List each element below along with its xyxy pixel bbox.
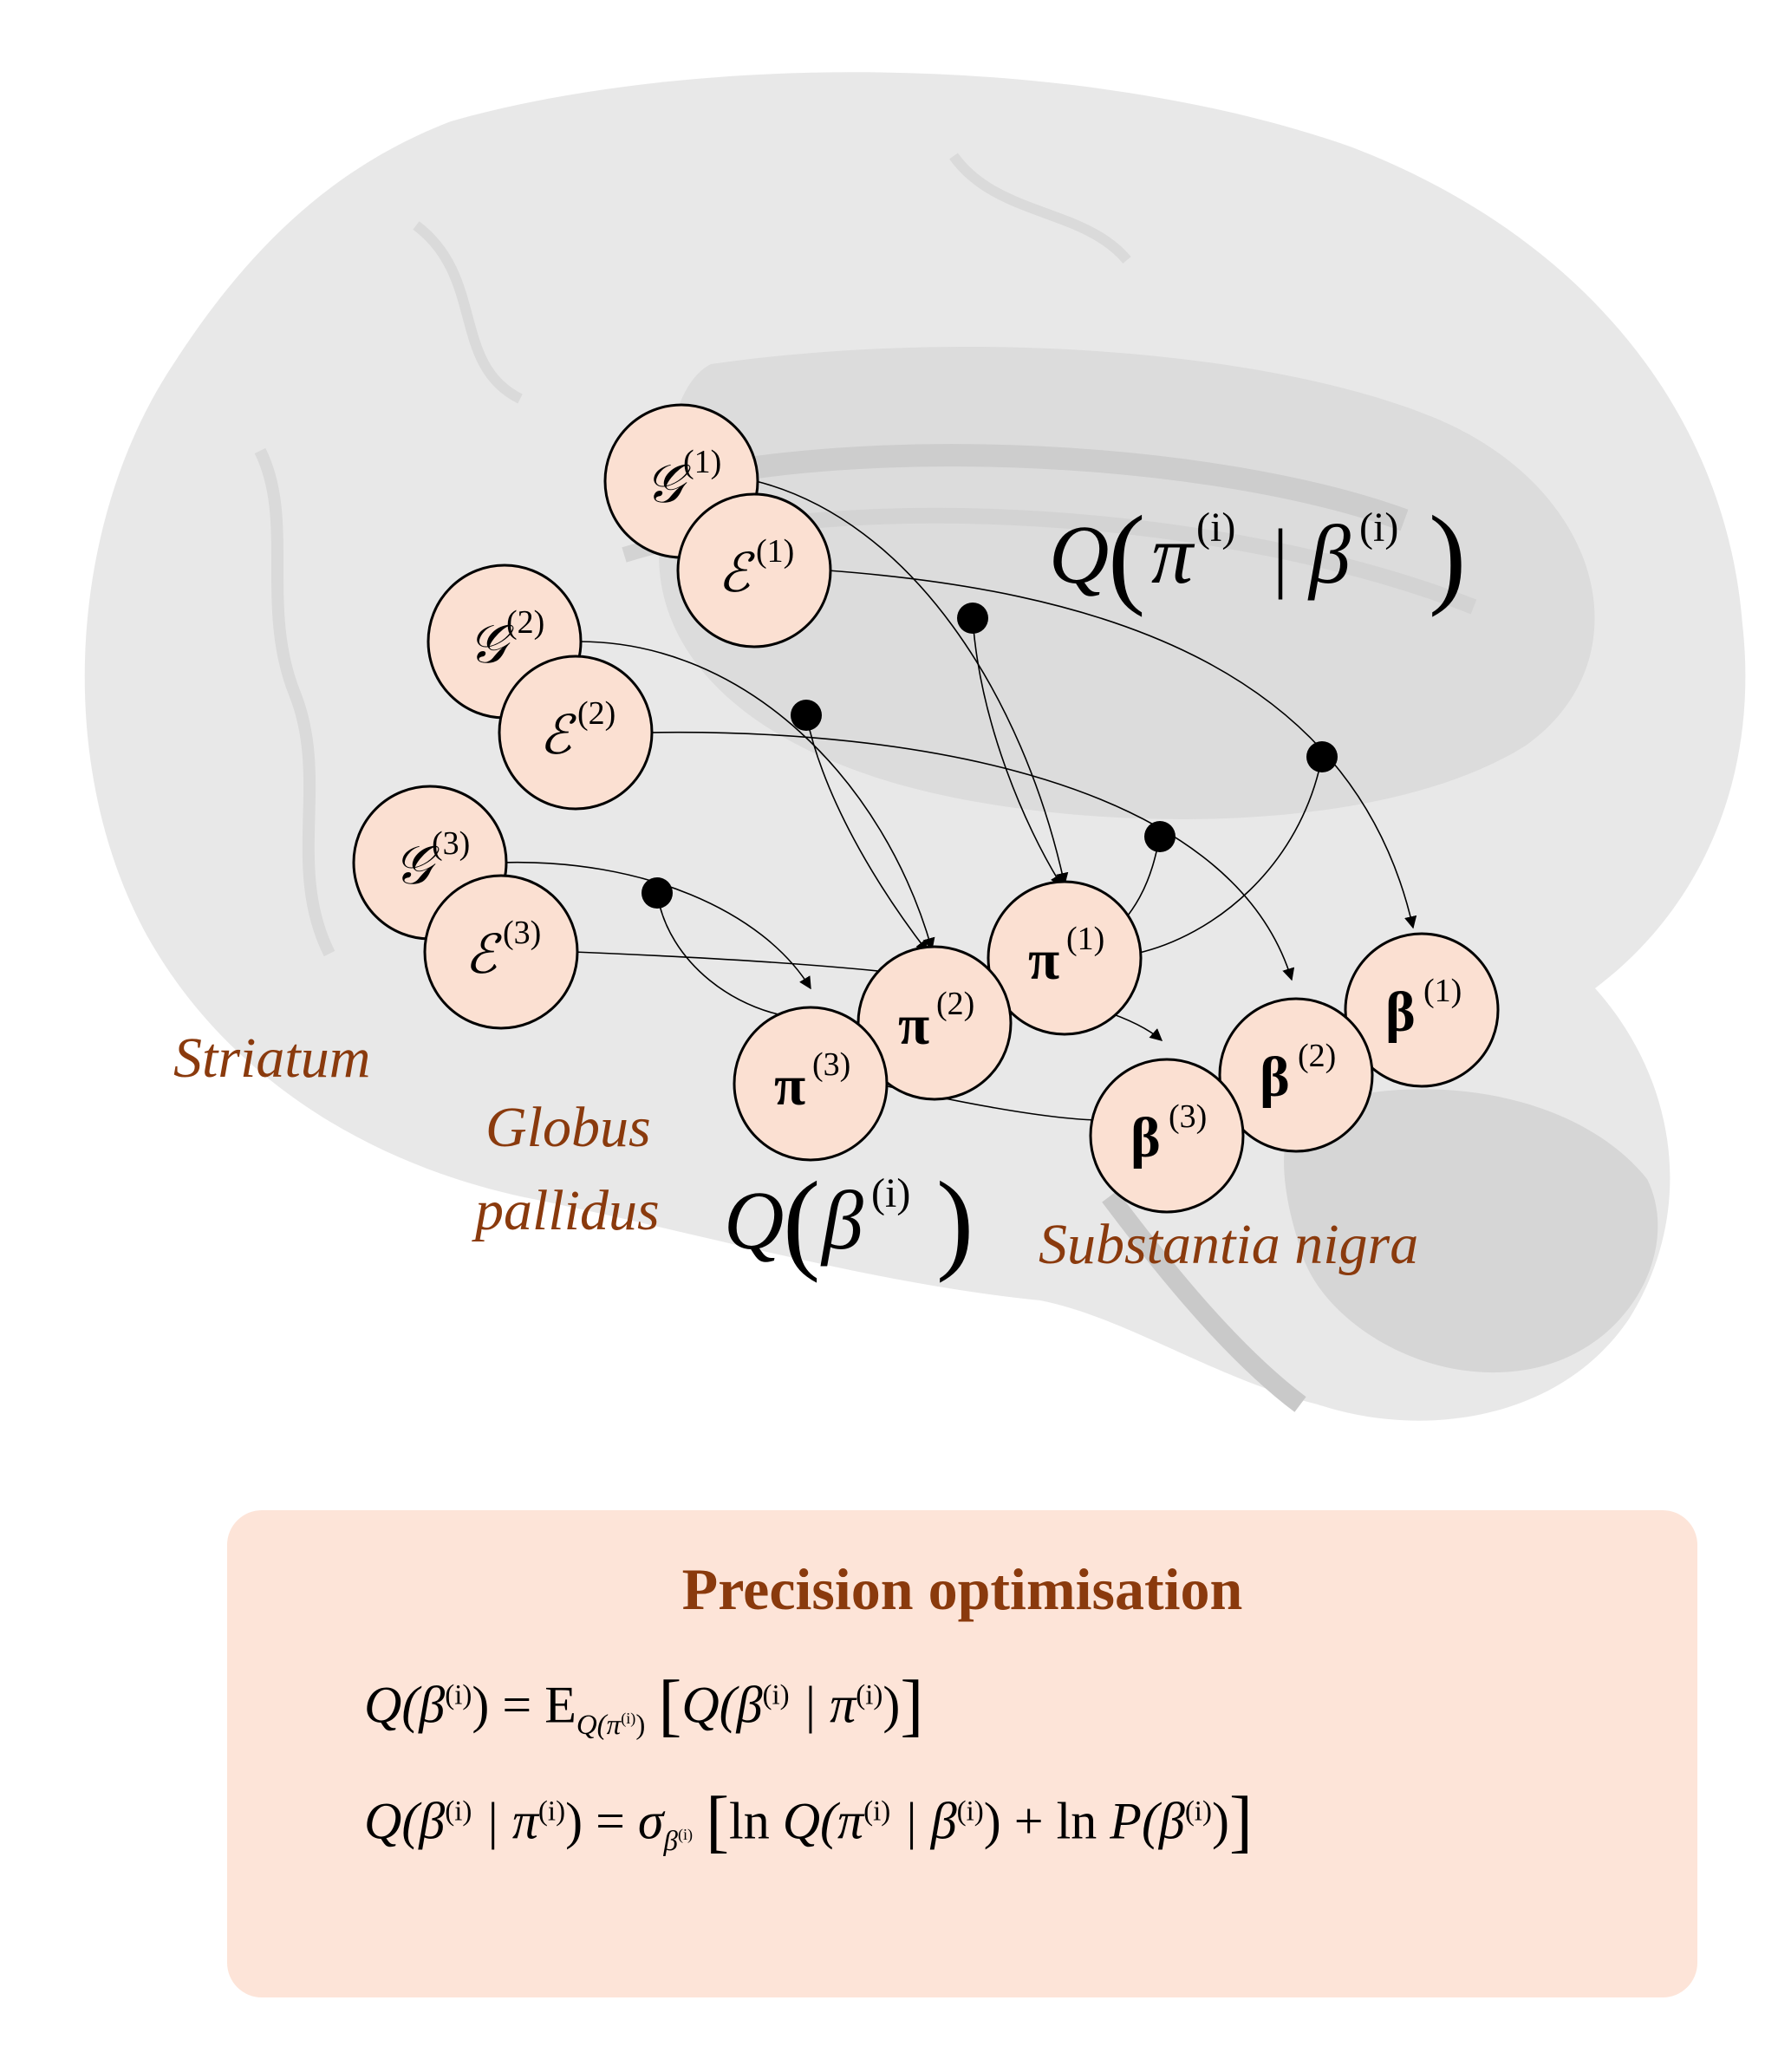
node-superscript: (1) (756, 533, 794, 570)
node-superscript: (1) (1066, 921, 1104, 957)
node-superscript: (2) (936, 986, 974, 1022)
node-superscript: (3) (432, 825, 470, 862)
paren-open: ( (783, 1159, 820, 1284)
svg-text:Q: Q (724, 1174, 784, 1267)
node-circle (423, 874, 579, 1030)
node-symbol: β (1130, 1106, 1161, 1170)
svg-text:(i): (i) (871, 1170, 910, 1216)
label-striatum: Striatum (173, 1026, 370, 1090)
node-e1: ℰ(1) (676, 492, 832, 648)
node-superscript: (1) (1423, 973, 1462, 1009)
junction-dot (1306, 741, 1338, 772)
junction-dot (791, 700, 822, 731)
svg-text:(i): (i) (1196, 505, 1235, 551)
node-e3: ℰ(3) (423, 874, 579, 1030)
node-superscript: (3) (812, 1046, 850, 1083)
edge-e2-b2 (648, 731, 1295, 981)
paren-close: ) (936, 1159, 974, 1284)
node-circle (733, 1006, 889, 1162)
junction-dot (642, 877, 673, 909)
paren-close: ) (1429, 493, 1466, 618)
precision-panel: Precision optimisation Q(β(i)) = EQ(π(i)… (227, 1510, 1697, 1997)
connections (500, 480, 1417, 1121)
node-symbol: π (898, 994, 929, 1057)
node-symbol: ℰ (465, 922, 502, 986)
node-p1: π(1) (987, 880, 1143, 1036)
node-superscript: (2) (577, 695, 615, 732)
node-symbol: ℰ (718, 541, 755, 604)
node-p2: π(2) (856, 945, 1013, 1101)
label-globus: Globus (485, 1096, 651, 1159)
annotation-q-pi-given-beta: Q ( π (i) | β (i) ) (1049, 493, 1466, 618)
panel-title: Precision optimisation (681, 1556, 1243, 1622)
node-b2: β(2) (1218, 997, 1374, 1153)
edge-dot2-p2 (805, 714, 928, 954)
edge-dot1-p1 (972, 617, 1063, 888)
node-p3: π(3) (733, 1006, 889, 1162)
node-superscript: (2) (1298, 1038, 1336, 1074)
label-pallidus: pallidus (472, 1179, 660, 1242)
brain-illustration (84, 72, 1746, 1421)
svg-text:β: β (1307, 508, 1351, 601)
svg-text:(i): (i) (1359, 505, 1398, 551)
edge-g3-p3 (500, 861, 811, 990)
equation-1: Q(β(i)) = EQ(π(i)) [Q(β(i) | π(i))] (364, 1665, 924, 1743)
junction-dot (1144, 821, 1176, 852)
edge-g1-p1 (755, 480, 1069, 886)
svg-text:Q: Q (1049, 508, 1109, 601)
edge-e1-b1 (827, 570, 1417, 929)
node-superscript: (1) (683, 444, 721, 480)
node-symbol: β (1260, 1046, 1290, 1109)
annotation-q-beta: Q ( β (i) ) (724, 1159, 974, 1284)
node-b3: β(3) (1089, 1058, 1245, 1214)
edge-g2-p2 (578, 641, 935, 951)
node-circle (1344, 932, 1500, 1088)
node-superscript: (3) (1169, 1098, 1207, 1135)
node-symbol: π (1028, 928, 1059, 992)
node-symbol: β (1385, 981, 1416, 1044)
node-superscript: (2) (506, 604, 544, 641)
node-circle (498, 655, 654, 811)
paren-open: ( (1108, 493, 1145, 618)
node-circle (1089, 1058, 1245, 1214)
nodes: 𝒢(1)ℰ(1)𝒢(2)ℰ(2)𝒢(3)ℰ(3)π(1)π(2)π(3)β(1)… (352, 403, 1500, 1214)
label-substantia-nigra: Substantia nigra (1039, 1213, 1418, 1276)
edge-dot5-p1 (1135, 756, 1323, 955)
node-superscript: (3) (503, 915, 541, 951)
node-b1: β(1) (1344, 932, 1500, 1088)
node-symbol: π (774, 1054, 805, 1117)
node-circle (676, 492, 832, 648)
svg-text:β: β (820, 1174, 863, 1267)
node-circle (1218, 997, 1374, 1153)
svg-text:|: | (1273, 514, 1288, 600)
node-circle (987, 880, 1143, 1036)
junction-dot (957, 603, 988, 634)
svg-text:π: π (1151, 508, 1195, 601)
equation-2: Q(β(i) | π(i)) = σβ(i) [ln Q(π(i) | β(i)… (364, 1782, 1253, 1860)
node-e2: ℰ(2) (498, 655, 654, 811)
node-symbol: ℰ (539, 703, 576, 766)
